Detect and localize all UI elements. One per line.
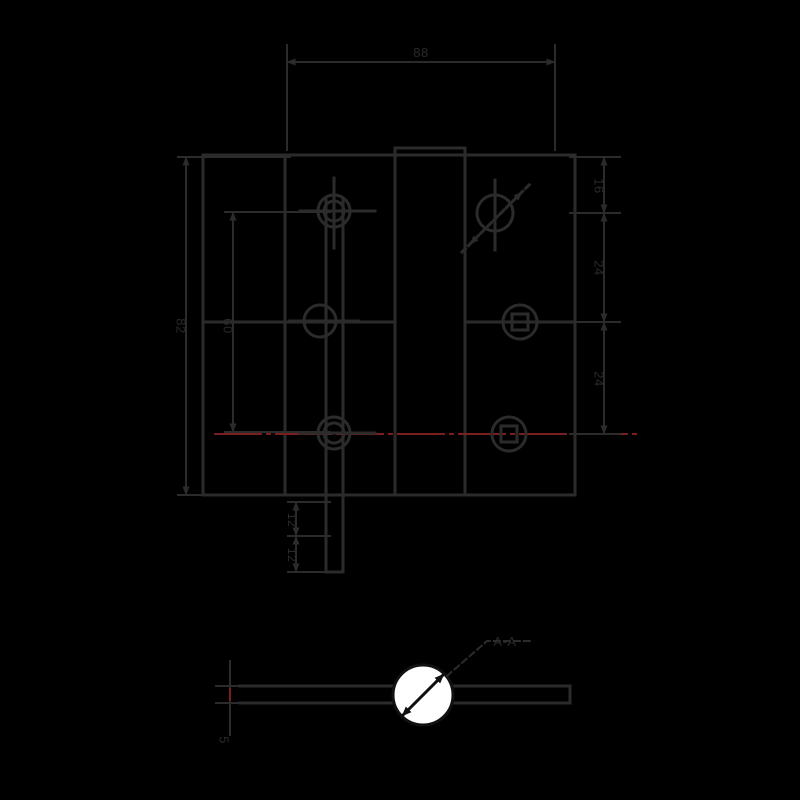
dim-label-slot-lower: 12: [285, 548, 299, 562]
dim-overall-width: [286, 44, 556, 151]
dim-label-right-lower: 24: [592, 371, 607, 386]
detail-magnifier: [391, 663, 455, 727]
hole-mid-right: [501, 303, 539, 341]
plan-view-internal-lines: [201, 146, 577, 497]
hole-top-right: [459, 178, 533, 255]
hole-bottom-right: [490, 415, 528, 453]
section-thickness-dimension: [215, 660, 249, 736]
dim-inner-height: [224, 211, 331, 433]
dim-label-plate-thickness: 5: [217, 736, 232, 744]
detail-leader: [445, 640, 533, 678]
dim-label-inner-height: 60: [221, 318, 236, 333]
detail-view-label: A-A: [493, 634, 516, 649]
dim-right-stack: [569, 156, 621, 435]
dim-label-slot-upper: 12: [285, 513, 299, 527]
hole-mid-left: [288, 303, 360, 339]
plan-view-outline: [201, 153, 577, 497]
dim-label-overall-height: 82: [174, 318, 189, 333]
dim-slot-stack: [287, 501, 331, 573]
dim-label-right-upper: 16: [592, 178, 607, 193]
dim-label-overall-width: 88: [413, 45, 428, 60]
dim-label-right-middle: 24: [592, 260, 607, 275]
dim-overall-height: [177, 156, 291, 496]
dimension-text-layer: 88 82 60 16 24 24 12 12 5 A-A: [174, 45, 607, 744]
vertical-slot: [324, 198, 345, 574]
